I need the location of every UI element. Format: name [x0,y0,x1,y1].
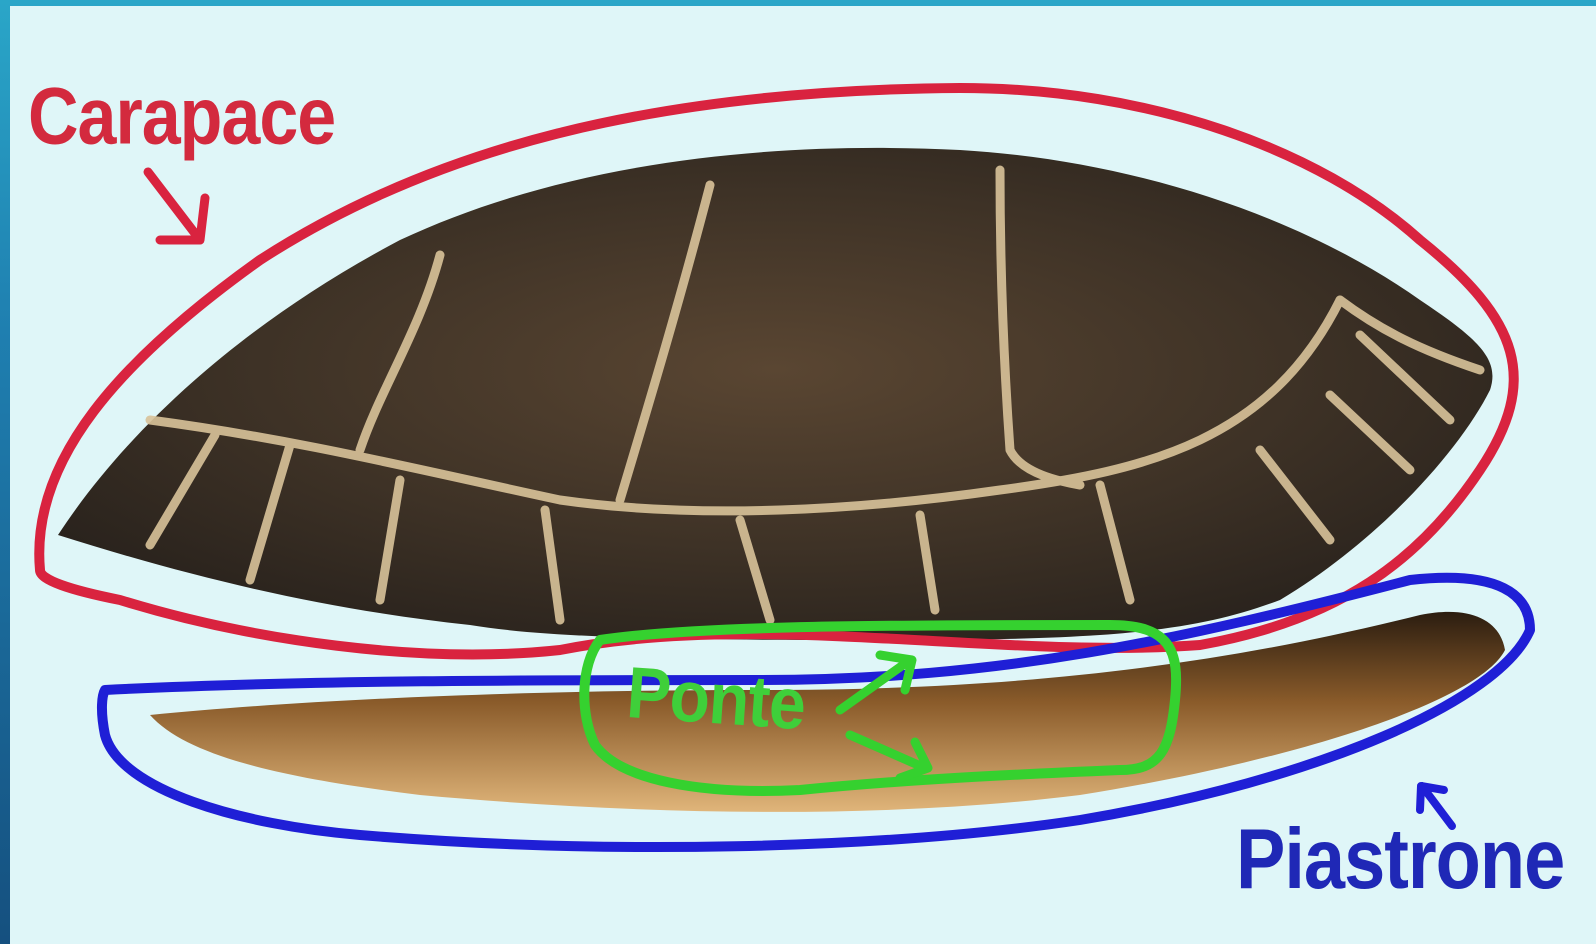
plastron-shape [150,612,1505,812]
piastrone-label: Piastrone [1236,810,1564,908]
carapace-arrow-icon [148,172,205,240]
ponte-label: Ponte [624,650,808,746]
carapace-shell [58,148,1492,640]
carapace-label: Carapace [28,70,335,162]
